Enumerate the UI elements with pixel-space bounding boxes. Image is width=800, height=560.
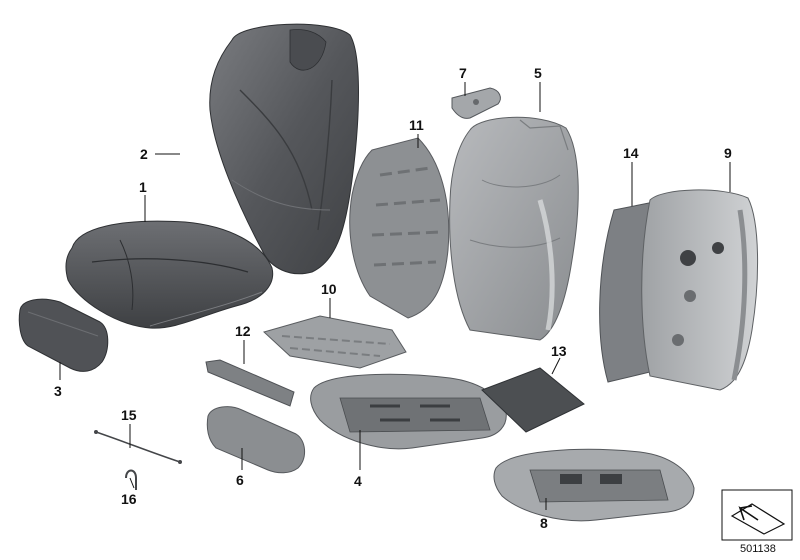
backrest-upholstery (209, 23, 359, 275)
side-trim-panel (18, 298, 109, 372)
backrest-rear-frame (641, 189, 759, 391)
callout-14: 14 (623, 145, 639, 161)
callout-7: 7 (459, 65, 467, 81)
backrest-heating-mat (349, 137, 450, 319)
document-number: 501138 (740, 543, 776, 555)
callout-11: 11 (409, 117, 424, 133)
seat-heating-mat (263, 315, 407, 369)
leader-lines (59, 82, 731, 510)
backrest-bracket (451, 87, 501, 119)
leader-13 (551, 357, 561, 375)
callout-16: 16 (121, 491, 137, 507)
seat-foam-base (310, 373, 507, 450)
callout-13: 13 (551, 343, 567, 359)
side-trim-small (206, 406, 305, 474)
callout-10: 10 (321, 281, 337, 297)
callout-3: 3 (54, 383, 62, 399)
callout-15: 15 (121, 407, 137, 423)
callout-5: 5 (534, 65, 542, 81)
callout-8: 8 (540, 515, 548, 531)
leader-16 (129, 477, 135, 489)
side-foam-strip (205, 359, 295, 407)
callout-9: 9 (724, 145, 732, 161)
callout-6: 6 (236, 472, 244, 488)
callout-labels: 1 2 3 4 5 6 7 8 9 10 11 12 13 14 15 16 (54, 65, 732, 531)
callout-4: 4 (354, 473, 362, 489)
wire-clip (125, 469, 137, 490)
wiring-cable (94, 430, 182, 464)
seat-cushion-upholstery (65, 220, 274, 329)
lower-seat-frame (493, 448, 695, 522)
view-direction-icon (721, 489, 793, 541)
backrest-foam-pad (449, 116, 579, 341)
callout-2: 2 (140, 146, 148, 162)
callout-1: 1 (139, 179, 147, 195)
seat-insert-panel (481, 367, 585, 433)
callout-12: 12 (235, 323, 251, 339)
